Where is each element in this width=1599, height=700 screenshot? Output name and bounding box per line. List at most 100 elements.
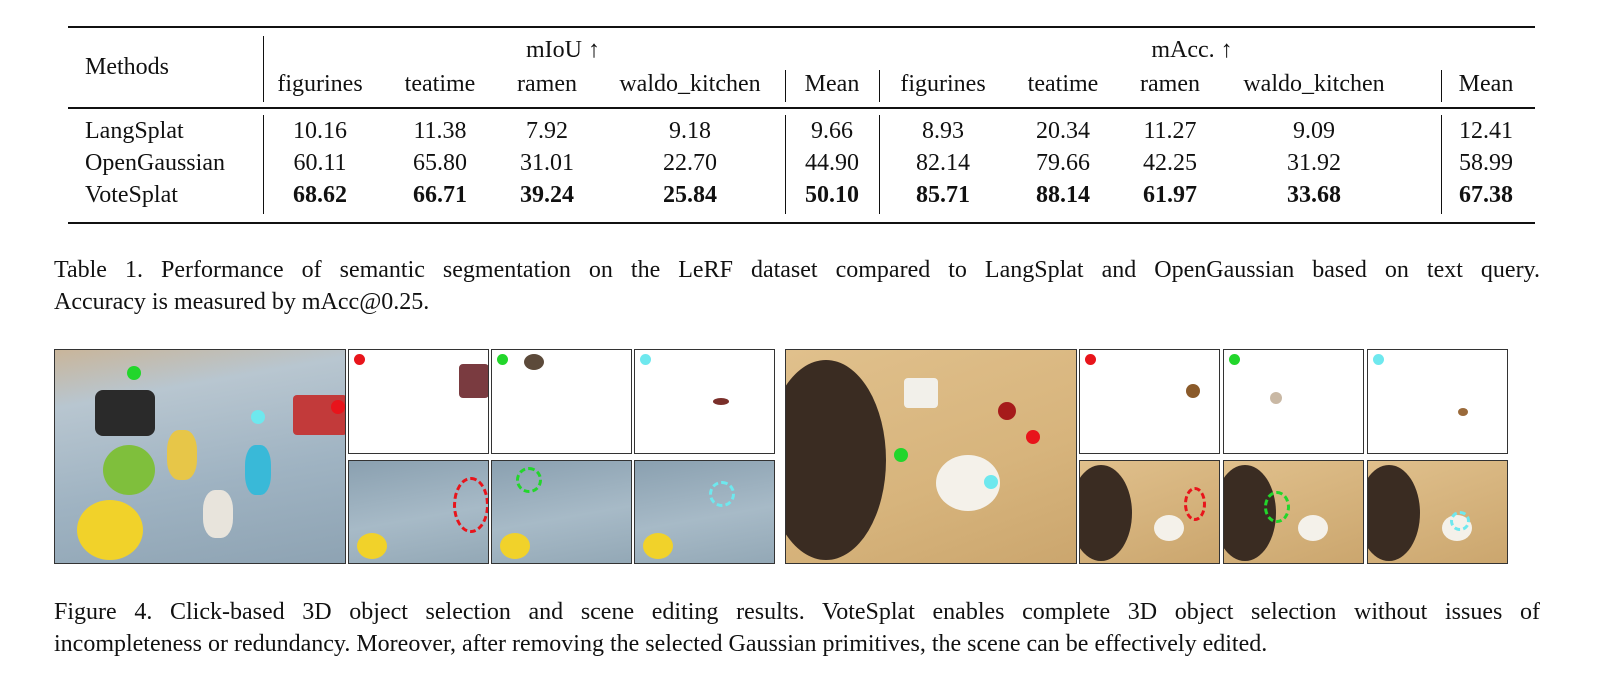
cyan-figure bbox=[245, 445, 271, 495]
table-cell: 9.66 bbox=[811, 118, 853, 144]
col-header: Mean bbox=[804, 71, 860, 97]
selected-object bbox=[1270, 392, 1282, 404]
divider-mean1-left bbox=[785, 70, 786, 102]
table-caption-line1: Table 1. Performance of semantic segment… bbox=[54, 257, 1540, 283]
selected-object bbox=[459, 364, 488, 398]
red-selection-ring bbox=[453, 477, 488, 533]
red-selection-ring bbox=[1184, 487, 1206, 521]
cyan-selection-ring bbox=[1450, 511, 1470, 531]
table-cell: 42.25 bbox=[1143, 150, 1197, 176]
table-cell: 44.90 bbox=[805, 150, 859, 176]
red-click-marker bbox=[331, 400, 345, 414]
selection-panel-cyan bbox=[634, 349, 775, 454]
teatime-scene-image bbox=[785, 349, 1077, 564]
table-cell: 82.14 bbox=[916, 150, 970, 176]
table-cell: 58.99 bbox=[1459, 150, 1513, 176]
table-cell: 12.41 bbox=[1459, 118, 1513, 144]
selection-panel-green bbox=[491, 349, 632, 454]
edited-scene-cyan bbox=[1367, 460, 1508, 564]
napkin-figure bbox=[904, 378, 938, 408]
col-header: waldo_kitchen bbox=[619, 71, 761, 97]
table-cell-best: 25.84 bbox=[663, 182, 717, 208]
table-cell: 10.16 bbox=[293, 118, 347, 144]
table-top-rule bbox=[68, 26, 1535, 28]
divider-mean2-left-body bbox=[1441, 115, 1442, 214]
white-hand-figure bbox=[203, 490, 233, 538]
green-marker-dot bbox=[497, 354, 508, 365]
cyan-click-marker bbox=[984, 475, 998, 489]
duck-figure bbox=[643, 533, 673, 559]
cyan-marker-dot bbox=[640, 354, 651, 365]
green-click-marker bbox=[894, 448, 908, 462]
green-selection-ring bbox=[1264, 491, 1290, 523]
cyan-selection-ring bbox=[709, 481, 735, 507]
col-header: waldo_kitchen bbox=[1243, 71, 1385, 97]
table-cell: 60.11 bbox=[293, 150, 347, 176]
edited-scene-green bbox=[491, 460, 632, 564]
selected-object bbox=[1458, 408, 1468, 416]
table-cell-best: 33.68 bbox=[1287, 182, 1341, 208]
edited-scene-cyan bbox=[634, 460, 775, 564]
col-header: ramen bbox=[1140, 71, 1200, 97]
table-cell: 31.92 bbox=[1287, 150, 1341, 176]
header-methods: Methods bbox=[85, 54, 169, 80]
divider-mean1-right bbox=[879, 70, 880, 102]
table-cell: 11.38 bbox=[413, 118, 467, 144]
green-marker-dot bbox=[1229, 354, 1240, 365]
col-header: teatime bbox=[404, 71, 476, 97]
table-cell: 9.18 bbox=[669, 118, 711, 144]
table-mid-rule bbox=[68, 107, 1535, 109]
selection-panel-red bbox=[348, 349, 489, 454]
table-cell: 9.09 bbox=[1293, 118, 1335, 144]
table-cell: 20.34 bbox=[1036, 118, 1090, 144]
bear-figure bbox=[786, 360, 886, 560]
table-cell-best: 68.62 bbox=[293, 182, 347, 208]
camera-figure bbox=[95, 390, 155, 436]
table-cell-best: 66.71 bbox=[413, 182, 467, 208]
duck-figure bbox=[500, 533, 530, 559]
edited-scene-red bbox=[348, 460, 489, 564]
duck-figure bbox=[357, 533, 387, 559]
table-cell-best: 85.71 bbox=[916, 182, 970, 208]
cyan-click-marker bbox=[251, 410, 265, 424]
results-table: Methods mIoU ↑ mAcc. ↑ figurines teatime… bbox=[68, 26, 1535, 224]
bear-figure bbox=[1368, 465, 1420, 561]
table-cell-best: 50.10 bbox=[805, 182, 859, 208]
table-cell: 79.66 bbox=[1036, 150, 1090, 176]
selected-object bbox=[524, 354, 544, 370]
table-cell: 65.80 bbox=[413, 150, 467, 176]
green-selection-ring bbox=[516, 467, 542, 493]
selection-panel-red bbox=[1079, 349, 1220, 454]
edited-scene-green bbox=[1223, 460, 1364, 564]
figure-caption-line2: incompleteness or redundancy. Moreover, … bbox=[54, 631, 1268, 657]
yellow-duck-figure bbox=[77, 500, 143, 560]
yellow-figure bbox=[167, 430, 197, 480]
col-header: figurines bbox=[900, 71, 986, 97]
table-cell-best: 61.97 bbox=[1143, 182, 1197, 208]
selection-panel-green bbox=[1223, 349, 1364, 454]
header-group-macc: mAcc. ↑ bbox=[1151, 37, 1233, 63]
row-method: LangSplat bbox=[85, 118, 184, 144]
header-group-miou: mIoU ↑ bbox=[526, 37, 600, 63]
table-cell-best: 88.14 bbox=[1036, 182, 1090, 208]
figure-caption: Figure 4. Click-based 3D object selectio… bbox=[54, 596, 1540, 660]
divider-mean1-right-body bbox=[879, 115, 880, 214]
table-cell: 22.70 bbox=[663, 150, 717, 176]
divider-mean1-left-body bbox=[785, 115, 786, 214]
cyan-marker-dot bbox=[1373, 354, 1384, 365]
table-caption-line2: Accuracy is measured by mAcc@0.25. bbox=[54, 289, 430, 315]
col-header: ramen bbox=[517, 71, 577, 97]
table-bottom-rule bbox=[68, 222, 1535, 224]
table-cell: 8.93 bbox=[922, 118, 964, 144]
edited-scene-red bbox=[1079, 460, 1220, 564]
table-cell-best: 39.24 bbox=[520, 182, 574, 208]
red-click-marker bbox=[1026, 430, 1040, 444]
col-header: Mean bbox=[1458, 71, 1514, 97]
plate-figure bbox=[1154, 515, 1184, 541]
apple-figure bbox=[998, 402, 1016, 420]
divider-mean2-left bbox=[1441, 70, 1442, 102]
selected-object bbox=[713, 398, 729, 405]
bear-figure bbox=[1080, 465, 1132, 561]
table-cell: 11.27 bbox=[1143, 118, 1197, 144]
table-cell: 31.01 bbox=[520, 150, 574, 176]
